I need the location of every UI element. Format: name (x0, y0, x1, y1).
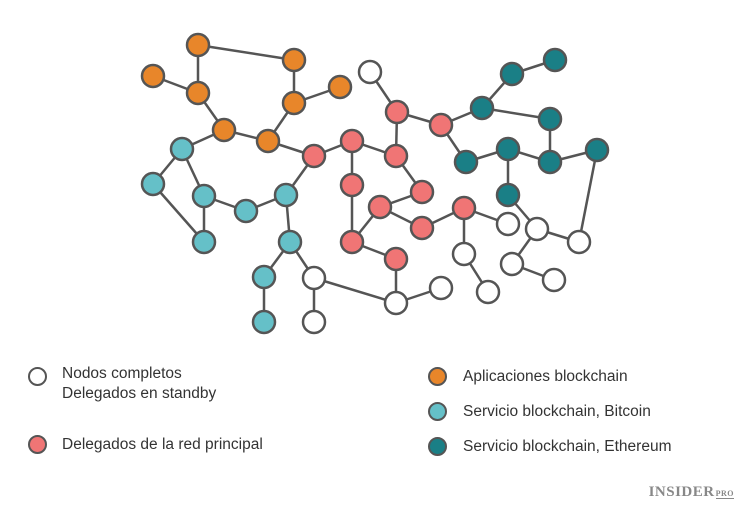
node-white (524, 216, 550, 242)
legend-line: Delegados en standby (62, 385, 217, 402)
node-white (495, 211, 521, 237)
legend-swatch-orange (428, 367, 447, 386)
legend-label-white: Nodos completos Delegados en standby (62, 364, 216, 404)
node-red (451, 195, 477, 221)
node-orange (140, 63, 166, 89)
edge (152, 183, 205, 243)
node-teal (499, 61, 525, 87)
edge (577, 149, 599, 243)
node-orange (211, 117, 237, 143)
node-cyan (191, 229, 217, 255)
node-white (383, 290, 409, 316)
legend-swatch-teal (428, 437, 447, 456)
legend-label-teal: Servicio blockchain, Ethereum (463, 438, 672, 455)
node-red (409, 215, 435, 241)
legend-line: Nodos completos (62, 365, 182, 382)
node-red (409, 179, 435, 205)
node-teal (537, 106, 563, 132)
node-white (301, 309, 327, 335)
node-teal (469, 95, 495, 121)
logo-main: INSIDER (648, 484, 715, 500)
logo-sub: PRO (715, 489, 734, 499)
node-white (357, 59, 383, 85)
legend-label-cyan: Servicio blockchain, Bitcoin (463, 403, 651, 420)
edge (313, 276, 397, 305)
node-orange (327, 74, 353, 100)
node-cyan (191, 183, 217, 209)
node-red (384, 99, 410, 125)
node-orange (281, 90, 307, 116)
node-teal (537, 149, 563, 175)
node-white (451, 241, 477, 267)
node-teal (453, 149, 479, 175)
node-white (541, 267, 567, 293)
node-orange (255, 128, 281, 154)
node-white (301, 265, 327, 291)
node-orange (185, 32, 211, 58)
node-red (339, 172, 365, 198)
node-cyan (251, 309, 277, 335)
legend-swatch-white (28, 367, 47, 386)
node-red (367, 194, 393, 220)
insider-pro-logo: INSIDERPRO (649, 484, 734, 501)
node-orange (281, 47, 307, 73)
node-cyan (140, 171, 166, 197)
node-white (475, 279, 501, 305)
legend-label-orange: Aplicaciones blockchain (463, 368, 628, 385)
node-teal (495, 182, 521, 208)
node-orange (185, 80, 211, 106)
node-red (301, 143, 327, 169)
node-teal (542, 47, 568, 73)
legend-swatch-red (28, 435, 47, 454)
node-cyan (251, 264, 277, 290)
node-cyan (169, 136, 195, 162)
node-white (428, 275, 454, 301)
node-teal (495, 136, 521, 162)
legend-label-red: Delegados de la red principal (62, 436, 263, 453)
node-red (428, 112, 454, 138)
node-red (383, 246, 409, 272)
edge (197, 43, 295, 62)
legend-swatch-cyan (428, 402, 447, 421)
node-teal (584, 137, 610, 163)
node-red (339, 128, 365, 154)
node-white (566, 229, 592, 255)
node-cyan (273, 182, 299, 208)
node-red (383, 143, 409, 169)
node-cyan (233, 198, 259, 224)
node-cyan (277, 229, 303, 255)
node-red (339, 229, 365, 255)
node-white (499, 251, 525, 277)
